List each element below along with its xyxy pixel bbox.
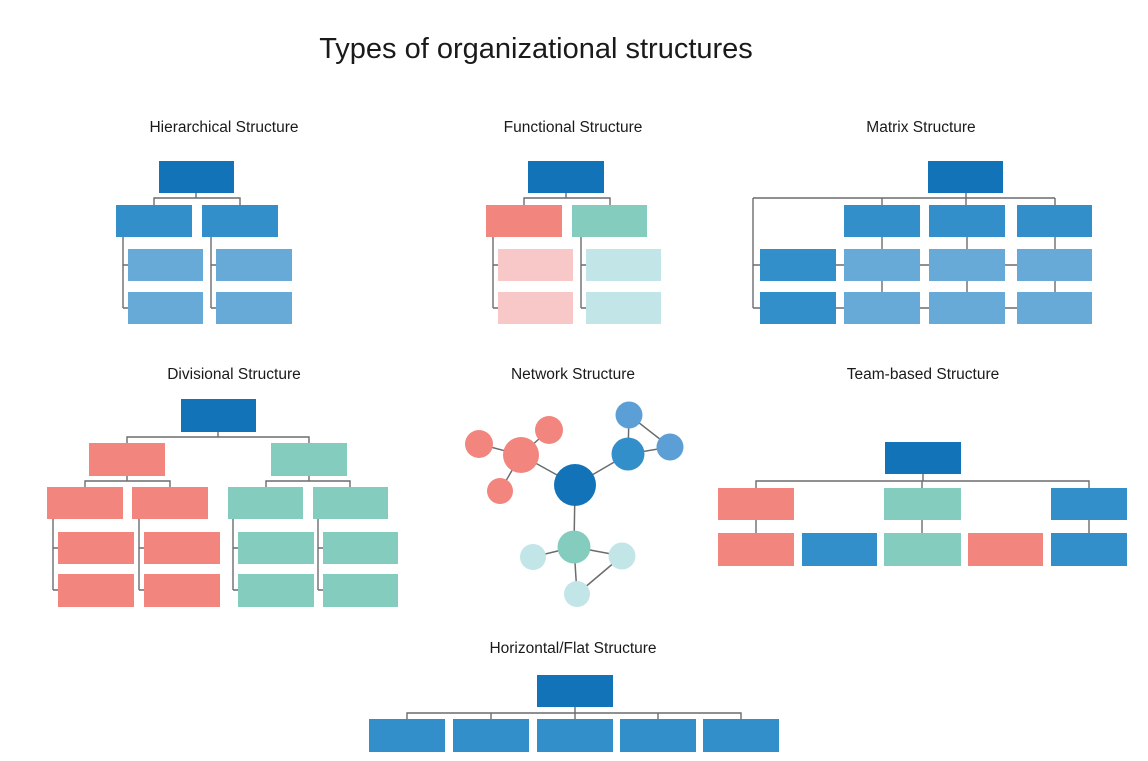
matrix-grid-box bbox=[844, 292, 920, 324]
team-lead-box bbox=[1051, 488, 1127, 520]
matrix-project-lead-box bbox=[760, 249, 836, 281]
functional-connectors bbox=[492, 193, 611, 309]
matrix-project-lead-box bbox=[760, 292, 836, 324]
team-member-box bbox=[802, 533, 877, 566]
functional-sub-box bbox=[586, 292, 661, 324]
team-based-title: Team-based Structure bbox=[847, 366, 1000, 383]
network-title: Network Structure bbox=[511, 366, 635, 383]
network-teal-node bbox=[520, 544, 546, 570]
functional-sub-box bbox=[586, 249, 661, 281]
horizontal-flat-connectors bbox=[406, 707, 742, 719]
matrix-connectors bbox=[752, 193, 1056, 309]
functional-sub-box bbox=[498, 249, 573, 281]
team-member-box bbox=[884, 533, 961, 566]
matrix-grid-box bbox=[1017, 292, 1092, 324]
hierarchical-level3-box bbox=[216, 292, 292, 324]
matrix-grid-box bbox=[929, 249, 1005, 281]
matrix-grid-box bbox=[844, 249, 920, 281]
diagram-team-based: Team-based Structure bbox=[718, 366, 1127, 566]
hierarchical-level2-box bbox=[116, 205, 192, 237]
divisional-sub-box bbox=[144, 574, 220, 607]
divisional-sub-box bbox=[238, 532, 314, 564]
network-salmon-hub bbox=[503, 437, 539, 473]
matrix-title: Matrix Structure bbox=[866, 119, 975, 136]
divisional-dept-box bbox=[47, 487, 123, 519]
network-teal-hub bbox=[557, 530, 591, 564]
diagram-functional: Functional Structure bbox=[486, 119, 661, 324]
network-salmon-node bbox=[465, 430, 493, 458]
horizontal-flat-box bbox=[453, 719, 529, 752]
diagram-matrix: Matrix Structure bbox=[752, 119, 1092, 324]
hierarchical-level3-box bbox=[216, 249, 292, 281]
team-lead-box bbox=[718, 488, 794, 520]
divisional-connectors bbox=[52, 432, 351, 591]
horizontal-flat-box bbox=[703, 719, 779, 752]
horizontal-flat-root-box bbox=[537, 675, 613, 707]
divisional-sub-box bbox=[144, 532, 220, 564]
functional-sub-box bbox=[498, 292, 573, 324]
team-member-box bbox=[1051, 533, 1127, 566]
network-salmon-node bbox=[535, 416, 563, 444]
functional-title: Functional Structure bbox=[504, 119, 643, 136]
page-title: Types of organizational structures bbox=[319, 33, 753, 65]
horizontal-flat-box bbox=[537, 719, 613, 752]
hierarchical-connectors bbox=[122, 193, 241, 309]
divisional-dept-box bbox=[132, 487, 208, 519]
matrix-grid-box bbox=[929, 292, 1005, 324]
network-blue-node bbox=[656, 433, 684, 461]
team-member-box bbox=[968, 533, 1043, 566]
divisional-sub-box bbox=[238, 574, 314, 607]
network-center-node bbox=[554, 464, 596, 506]
divisional-division-box bbox=[89, 443, 165, 476]
team-lead-box bbox=[884, 488, 961, 520]
hierarchical-root-box bbox=[159, 161, 234, 193]
functional-root-box bbox=[528, 161, 604, 193]
diagram-divisional: Divisional Structure bbox=[47, 366, 398, 607]
horizontal-flat-box bbox=[369, 719, 445, 752]
functional-dept-box bbox=[486, 205, 562, 237]
hierarchical-title: Hierarchical Structure bbox=[149, 119, 298, 136]
horizontal-flat-title: Horizontal/Flat Structure bbox=[489, 640, 656, 657]
hierarchical-level3-box bbox=[128, 292, 203, 324]
network-blue-node bbox=[615, 401, 643, 429]
matrix-grid-box bbox=[1017, 249, 1092, 281]
diagram-hierarchical: Hierarchical Structure bbox=[116, 119, 299, 324]
diagram-network: Network Structure bbox=[465, 366, 684, 607]
team-member-box bbox=[718, 533, 794, 566]
network-blue-hub bbox=[611, 437, 645, 471]
network-salmon-node bbox=[487, 478, 513, 504]
divisional-dept-box bbox=[313, 487, 388, 519]
matrix-root-box bbox=[928, 161, 1003, 193]
hierarchical-level3-box bbox=[128, 249, 203, 281]
divisional-sub-box bbox=[323, 574, 398, 607]
divisional-sub-box bbox=[323, 532, 398, 564]
divisional-root-box bbox=[181, 399, 256, 432]
team-based-connectors bbox=[755, 474, 1090, 533]
horizontal-flat-box bbox=[620, 719, 696, 752]
network-teal-node bbox=[608, 542, 636, 570]
matrix-function-head-box bbox=[844, 205, 920, 237]
team-based-root-box bbox=[885, 442, 961, 474]
hierarchical-level2-box bbox=[202, 205, 278, 237]
network-teal-node bbox=[564, 581, 590, 607]
matrix-function-head-box bbox=[1017, 205, 1092, 237]
divisional-division-box bbox=[271, 443, 347, 476]
divisional-sub-box bbox=[58, 532, 134, 564]
matrix-function-head-box bbox=[929, 205, 1005, 237]
divisional-title: Divisional Structure bbox=[167, 366, 301, 383]
diagram-horizontal-flat: Horizontal/Flat Structure bbox=[369, 640, 779, 752]
divisional-dept-box bbox=[228, 487, 303, 519]
functional-dept-box bbox=[572, 205, 647, 237]
network-edges bbox=[478, 414, 671, 595]
divisional-sub-box bbox=[58, 574, 134, 607]
